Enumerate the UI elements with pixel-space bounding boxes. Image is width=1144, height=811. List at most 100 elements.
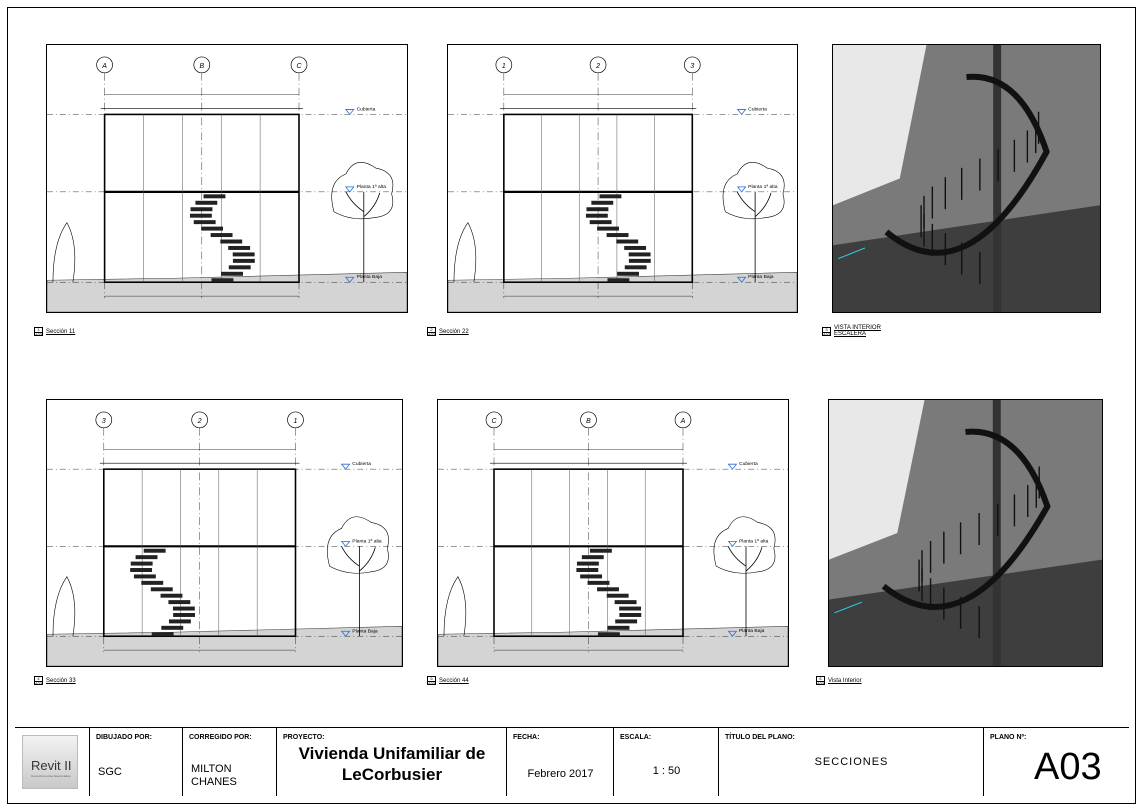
- stair-step: [617, 271, 639, 276]
- stair-step: [133, 574, 156, 579]
- stair-step: [168, 619, 191, 624]
- interior-3d-view[interactable]: [828, 399, 1103, 667]
- stair-step: [585, 213, 608, 218]
- stair-step: [130, 561, 153, 566]
- project-label: PROYECTO:: [283, 734, 325, 741]
- view-title: Sección 44: [439, 677, 469, 684]
- level-label: Cubierta: [352, 461, 371, 467]
- column: [992, 400, 1001, 666]
- date-label: FECHA:: [513, 734, 540, 741]
- project-cell: PROYECTO: Vivienda Unifamiliar de LeCorb…: [277, 728, 507, 796]
- grid-label: 1: [294, 418, 298, 425]
- stair-step: [168, 600, 191, 605]
- tree-canopy: [327, 516, 389, 574]
- sheet-title-cell: TÍTULO DEL PLANO: SECCIONES: [719, 728, 984, 796]
- level-label: Cubierta: [748, 106, 767, 112]
- grid-bubble: [683, 56, 701, 74]
- stair-step: [211, 278, 234, 283]
- stair-step: [189, 213, 212, 218]
- stair-step: [210, 233, 233, 238]
- edge-highlight: [834, 601, 862, 614]
- level-label: Cubierta: [357, 106, 376, 112]
- date-value: Febrero 2017: [527, 768, 594, 780]
- level-label: Planta 1ª alta: [748, 184, 778, 190]
- stair-step: [628, 258, 651, 263]
- level-marker: [344, 276, 355, 283]
- tree-left: [453, 222, 477, 283]
- stair-step: [591, 200, 614, 205]
- stair-step: [141, 580, 164, 585]
- grid-label: A: [680, 418, 686, 425]
- stair-stringer: [881, 428, 1051, 610]
- level-marker: [727, 463, 738, 470]
- stair-step: [589, 220, 612, 225]
- stair-step: [580, 574, 603, 579]
- stair-step: [615, 619, 638, 624]
- level-label: Planta Baja: [352, 628, 378, 634]
- level-label: Planta Baja: [357, 274, 383, 280]
- date-cell: FECHA: Febrero 2017: [507, 728, 614, 796]
- grid-label: B: [199, 63, 204, 70]
- window-light: [829, 400, 925, 560]
- stair-step: [232, 252, 255, 257]
- level-marker: [736, 186, 747, 193]
- scale-cell: ESCALA: 1 : 50: [614, 728, 719, 796]
- stair-step: [172, 606, 195, 611]
- view-title: Sección 11: [46, 328, 76, 335]
- grid-bubble: [580, 411, 597, 429]
- stair-step: [619, 612, 642, 617]
- grid-bubble: [287, 411, 304, 429]
- drawn-by-value: SGC: [98, 766, 122, 778]
- level-marker: [736, 276, 747, 283]
- view-title: Sección 33: [46, 677, 76, 684]
- stair-step: [160, 593, 183, 598]
- revit-logo: Revit II Conocimientos Esenciales: [22, 735, 78, 789]
- grid-label: 2: [595, 63, 600, 70]
- project-name-line1: Vivienda Unifamiliar de: [298, 744, 486, 763]
- window-light: [833, 45, 927, 206]
- stair-step: [597, 226, 619, 231]
- level-marker: [340, 463, 351, 470]
- level-label: Cubierta: [739, 461, 758, 467]
- sheet-title-label: TÍTULO DEL PLANO:: [725, 734, 795, 741]
- sheet-number-value: A03: [1034, 746, 1102, 788]
- tree-left: [443, 576, 467, 637]
- stair-step: [143, 548, 166, 553]
- stair-step: [135, 555, 158, 560]
- stair-step: [606, 593, 629, 598]
- drawn-by-label: DIBUJADO POR:: [96, 734, 153, 741]
- tree-trunk: [341, 546, 376, 637]
- level-marker: [344, 109, 355, 116]
- tree-trunk: [345, 191, 381, 283]
- level-label: Planta Baja: [748, 274, 774, 280]
- stair-step: [599, 194, 622, 199]
- interior-3d-view-stair[interactable]: [832, 44, 1101, 313]
- drawing-sheet-border: [7, 7, 1136, 804]
- stair-step: [201, 226, 224, 231]
- checked-by-label: CORREGIDO POR:: [189, 734, 252, 741]
- grid-label: C: [491, 418, 497, 425]
- grid-label: B: [586, 418, 591, 425]
- stair-step: [161, 625, 184, 630]
- stair-step: [576, 561, 599, 566]
- tree-trunk: [736, 191, 772, 283]
- stair-step: [221, 271, 244, 276]
- stair-step: [193, 220, 216, 225]
- stair-step: [624, 245, 647, 250]
- grid-bubble: [589, 56, 607, 74]
- stair-stringer: [884, 73, 1050, 256]
- logo-name: Revit II: [31, 758, 72, 773]
- tree-canopy: [713, 516, 776, 574]
